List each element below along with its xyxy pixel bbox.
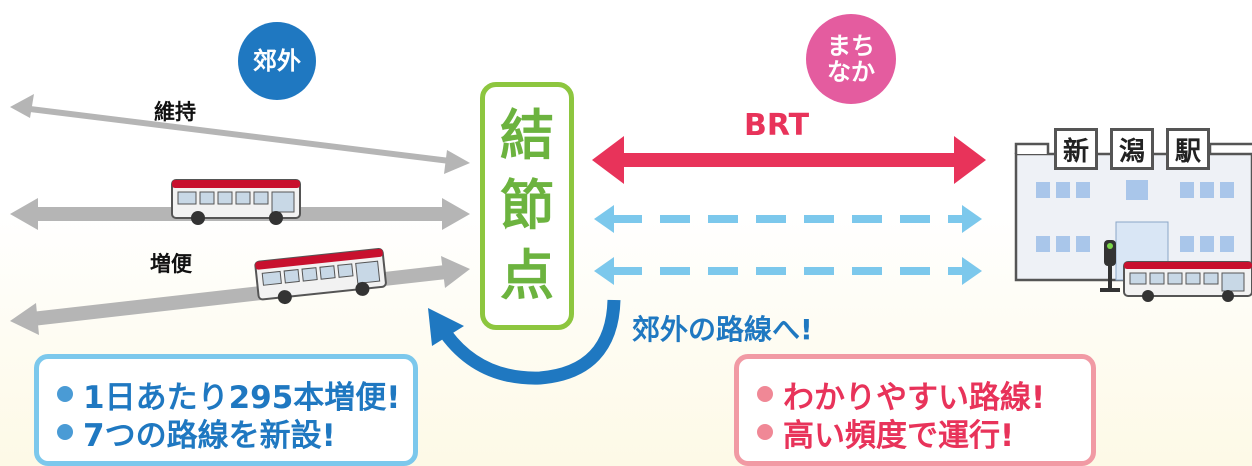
info-line: わかりやすい路線! — [757, 375, 1073, 416]
bullet-icon — [57, 424, 73, 440]
station-sign: 新 — [1054, 128, 1098, 170]
route-maintain-arrow — [21, 105, 459, 165]
bullet-icon — [757, 424, 773, 440]
bus-icon — [1123, 261, 1252, 302]
suburb-badge: 郊外 — [238, 22, 316, 100]
dashed-arrow — [594, 257, 982, 285]
town-info-box: わかりやすい路線! 高い頻度で運行! — [734, 354, 1096, 466]
info-line: 1日あたり295本増便! — [57, 375, 400, 416]
town-center-badge: まち なか — [806, 14, 896, 104]
to-suburb-label: 郊外の路線へ! — [632, 313, 813, 346]
return-arrow — [428, 299, 621, 385]
station-sign: 潟 — [1110, 128, 1154, 170]
brt-arrow — [592, 136, 986, 184]
bus-icon — [171, 179, 301, 225]
info-line: 高い頻度で運行! — [757, 413, 1073, 454]
info-text: 1日あたり295本増便! — [83, 379, 401, 416]
info-text: わかりやすい路線! — [783, 379, 1046, 416]
transfer-node-box: 結 節 点 — [480, 82, 574, 330]
info-text: 7つの路線を新設! — [83, 417, 336, 454]
bullet-icon — [757, 386, 773, 402]
info-line: 7つの路線を新設! — [57, 413, 395, 454]
bullet-icon — [57, 386, 73, 402]
maintain-label: 維持 — [154, 100, 196, 124]
node-char: 節 — [500, 174, 554, 237]
info-text: 高い頻度で運行! — [783, 417, 1015, 454]
suburb-info-box: 1日あたり295本増便! 7つの路線を新設! — [34, 354, 418, 466]
dashed-arrow — [594, 205, 982, 233]
node-char: 点 — [500, 244, 554, 307]
increase-label: 増便 — [150, 252, 192, 276]
brt-label: BRT — [744, 108, 810, 143]
bus-icon — [254, 248, 387, 305]
station-sign: 駅 — [1166, 128, 1210, 170]
node-char: 結 — [500, 104, 554, 167]
